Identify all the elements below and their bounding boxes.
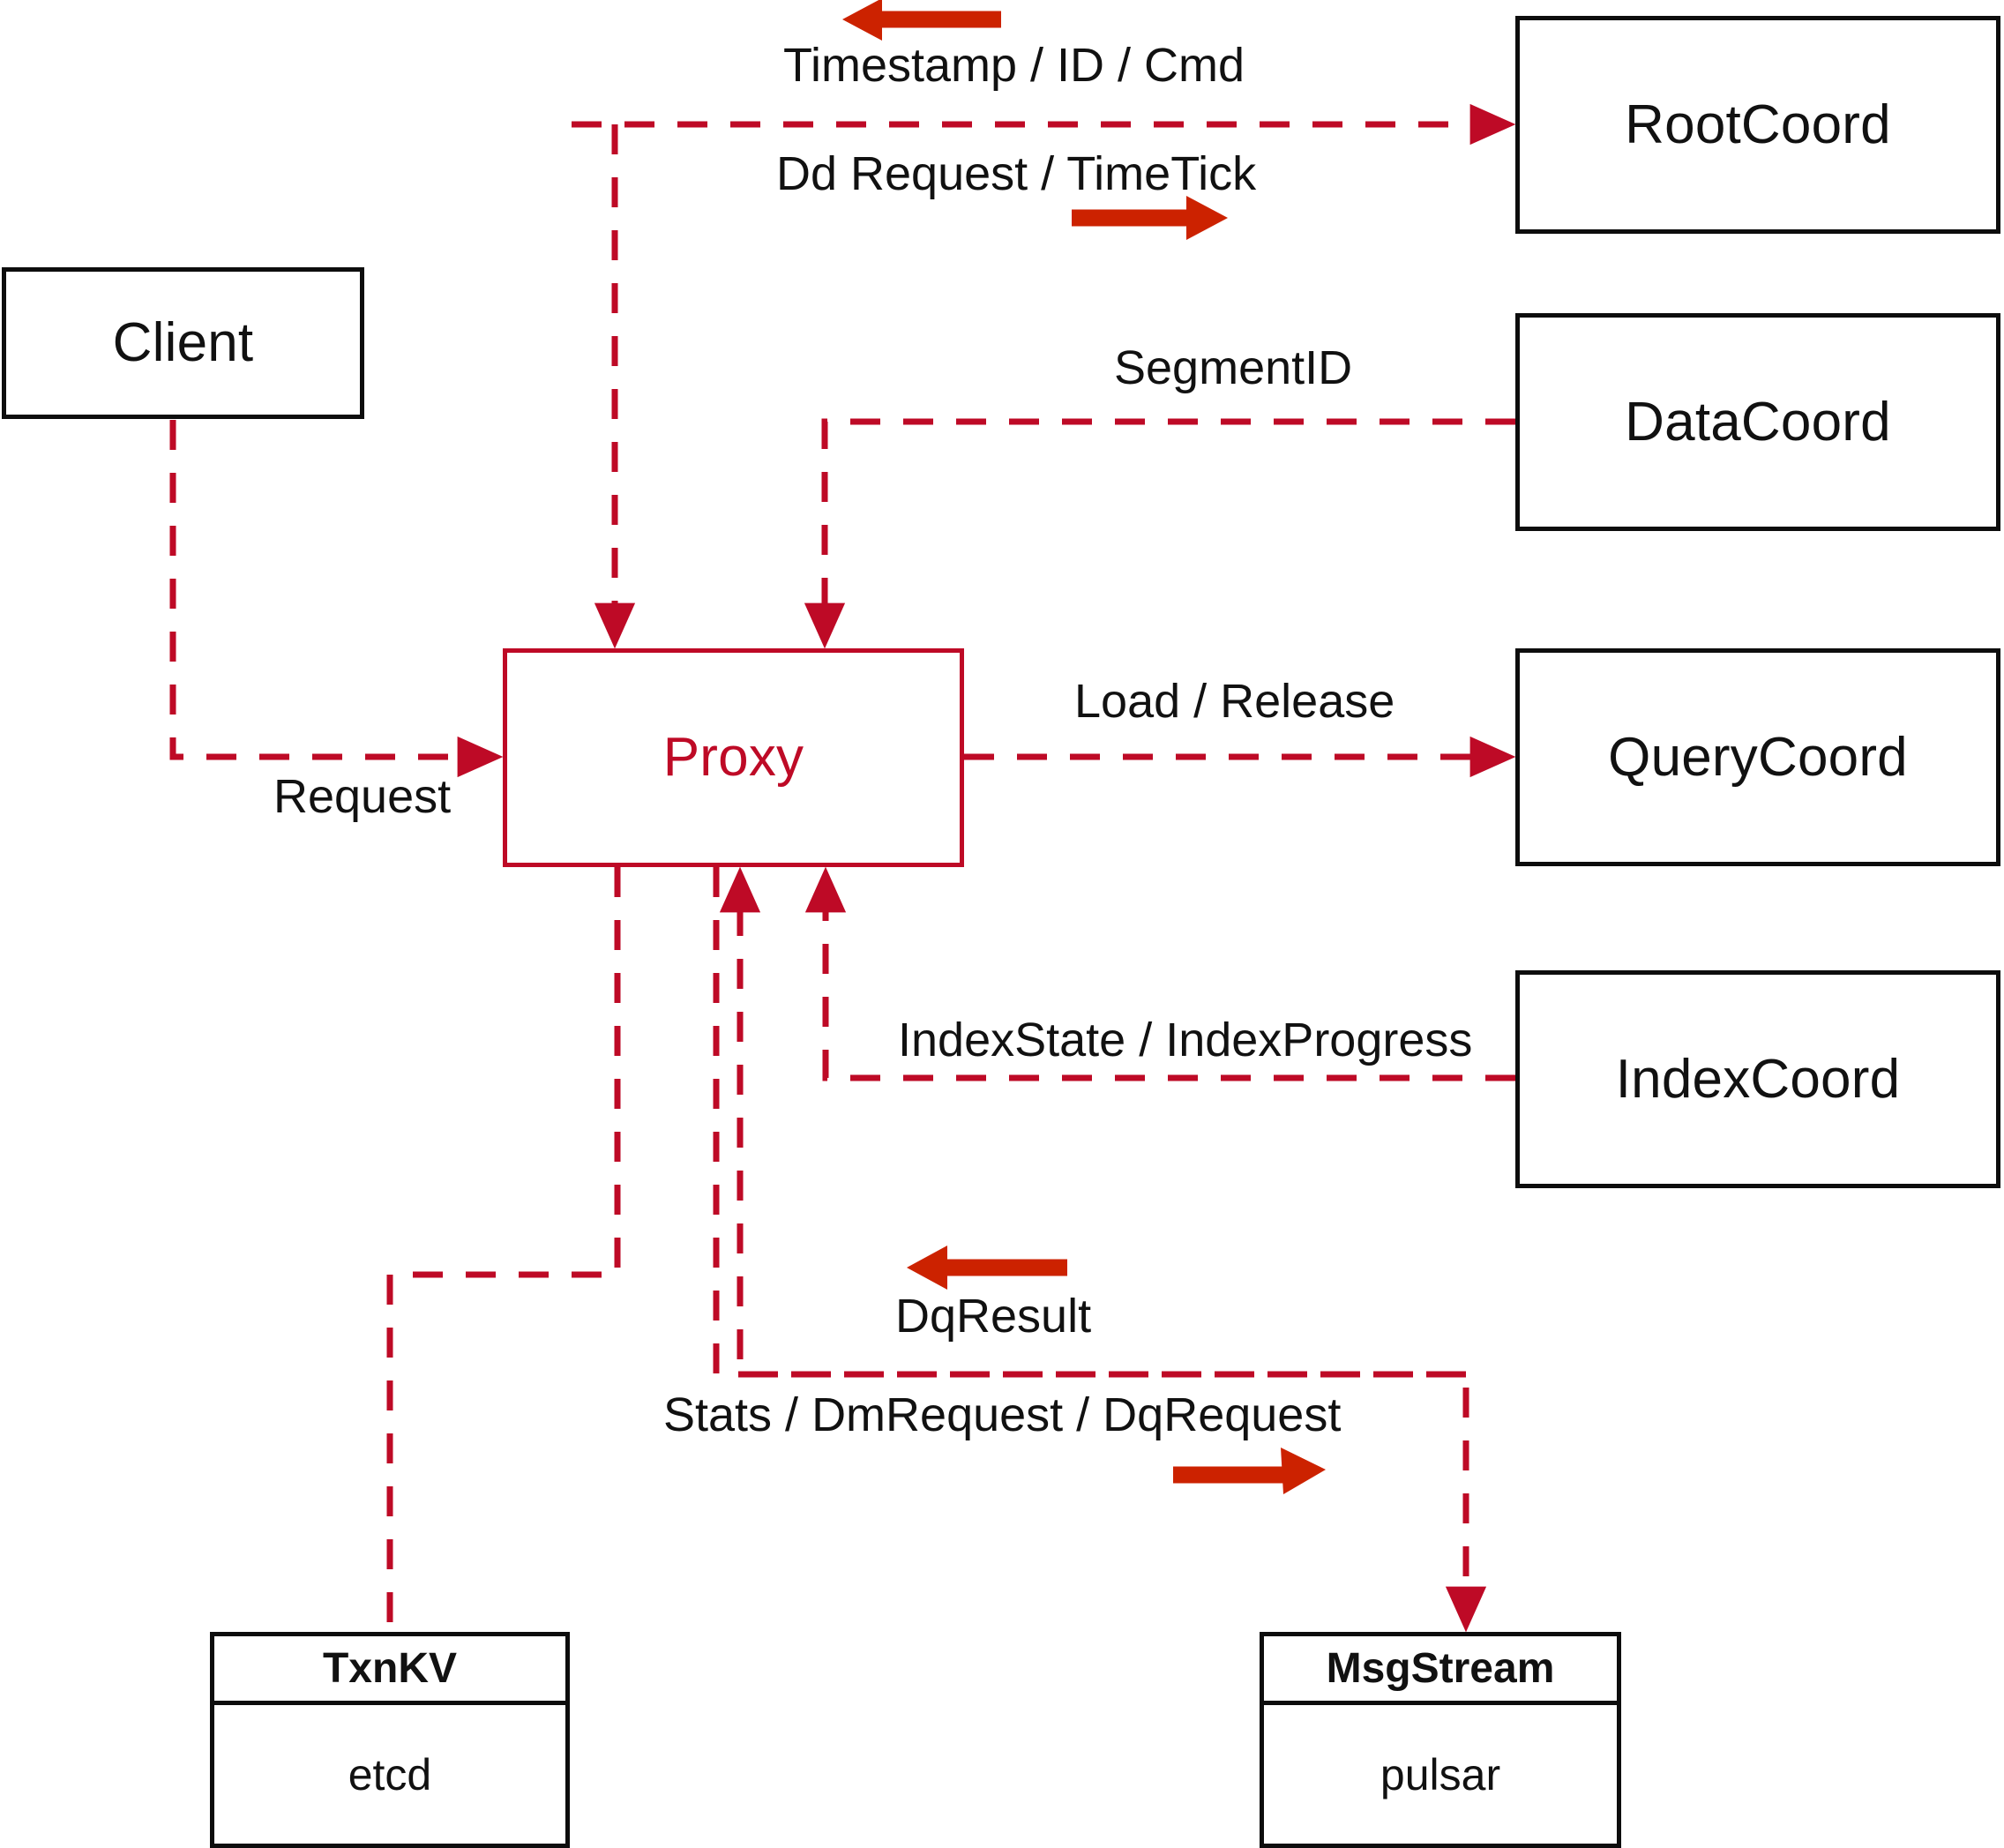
node-client-label: Client	[112, 312, 254, 373]
store-txnkv[interactable]: TxnKV etcd	[210, 1632, 570, 1848]
store-msgstream-body: pulsar	[1264, 1705, 1617, 1844]
node-datacoord[interactable]: DataCoord	[1515, 313, 2000, 531]
edge-msgstream-to-proxy	[719, 866, 1466, 1378]
direction-arrowhead-stats	[1281, 1448, 1326, 1494]
edge-label-load-release: Load / Release	[1074, 675, 1395, 728]
edge-client-to-proxy	[169, 420, 504, 778]
edge-proxy-to-msgstream	[713, 867, 1487, 1633]
edge-label-request: Request	[273, 770, 452, 823]
node-indexcoord[interactable]: IndexCoord	[1515, 970, 2000, 1188]
store-msgstream-header: MsgStream	[1264, 1636, 1617, 1705]
edge-proxy-to-txnkv	[386, 867, 621, 1632]
edge-indexcoord-to-proxy	[804, 866, 1515, 1081]
edge-label-segmentid: SegmentID	[1114, 341, 1353, 394]
node-rootcoord-label: RootCoord	[1625, 94, 1891, 155]
direction-arrowhead-timestamp	[842, 0, 882, 41]
edge-label-dd-request-timetick: Dd Request / TimeTick	[776, 147, 1257, 200]
direction-arrowhead-dqresult	[907, 1246, 947, 1290]
store-txnkv-body: etcd	[214, 1705, 565, 1844]
store-txnkv-header: TxnKV	[214, 1636, 565, 1705]
node-rootcoord[interactable]: RootCoord	[1515, 16, 2000, 234]
store-txnkv-body-label: etcd	[348, 1749, 432, 1799]
node-querycoord[interactable]: QueryCoord	[1515, 648, 2000, 866]
edge-datacoord-to-proxy	[804, 418, 1515, 649]
node-indexcoord-label: IndexCoord	[1615, 1048, 1901, 1110]
node-proxy[interactable]: Proxy	[503, 648, 964, 867]
node-datacoord-label: DataCoord	[1625, 391, 1891, 453]
node-proxy-label: Proxy	[662, 727, 804, 788]
node-querycoord-label: QueryCoord	[1608, 726, 1908, 788]
direction-arrowhead-ddrequest	[1186, 196, 1228, 240]
store-txnkv-header-label: TxnKV	[322, 1644, 457, 1692]
store-msgstream[interactable]: MsgStream pulsar	[1260, 1632, 1621, 1848]
node-client[interactable]: Client	[2, 267, 364, 419]
direction-arrow-group	[842, 0, 1326, 1494]
edge-label-stats-dmrequest-dqrequest: Stats / DmRequest / DqRequest	[663, 1388, 1342, 1441]
edge-label-dqresult: DqResult	[895, 1290, 1092, 1343]
edge-label-timestamp-id-cmd: Timestamp / ID / Cmd	[783, 39, 1245, 92]
store-msgstream-header-label: MsgStream	[1326, 1644, 1555, 1692]
store-msgstream-body-label: pulsar	[1380, 1749, 1501, 1799]
edge-label-indexstate-indexprogress: IndexState / IndexProgress	[898, 1014, 1473, 1066]
